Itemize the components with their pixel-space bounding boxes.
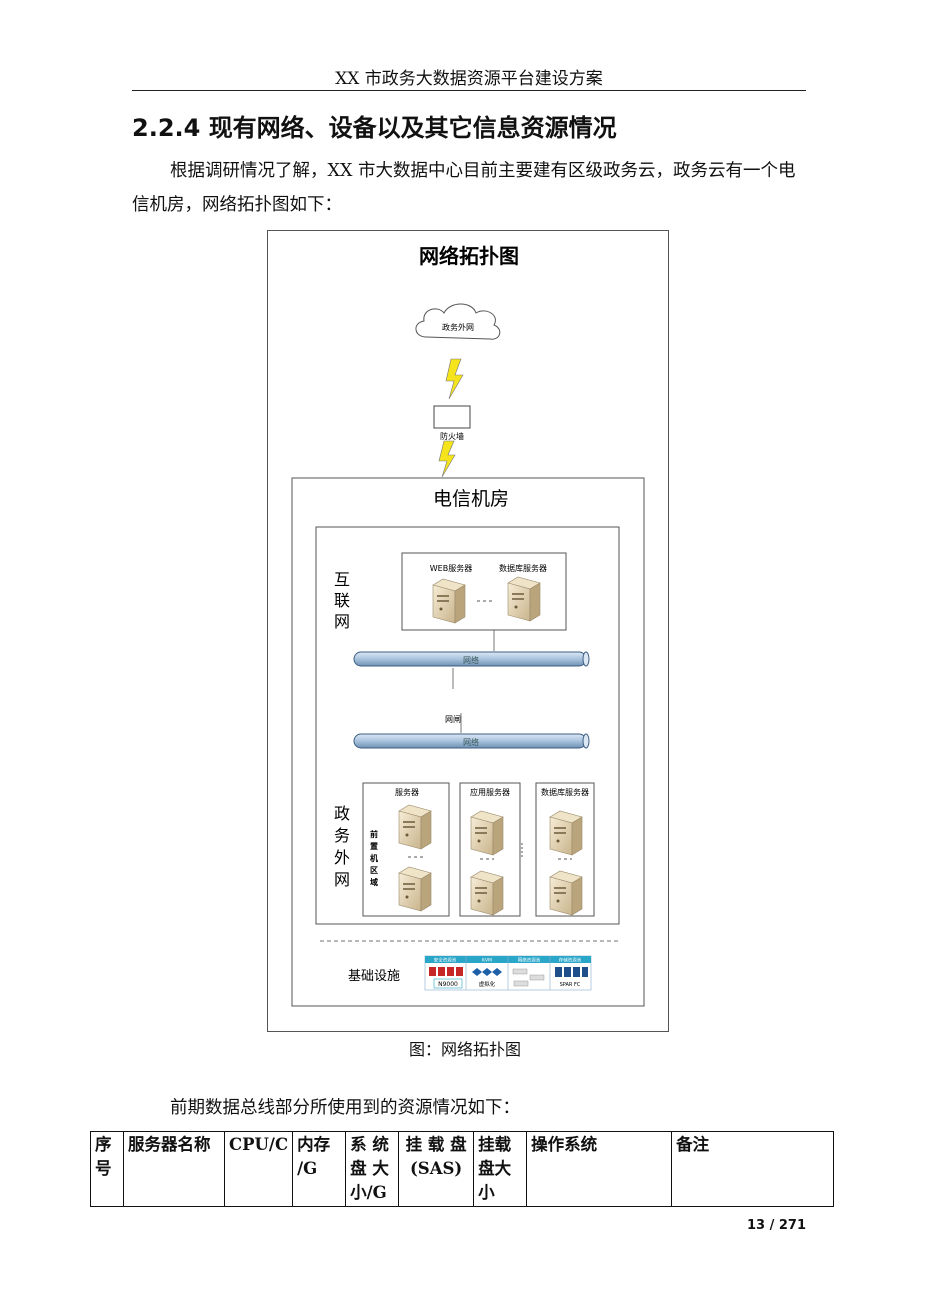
room-container [291,477,645,1007]
server-group-label: 应用服务器 [470,787,510,797]
web-server-label: WEB服务器 [430,563,472,573]
header-cell-mounted-size: 挂载 盘大 小 [473,1131,528,1207]
zone-box [315,526,620,925]
svg-text:域: 域 [370,877,378,887]
paragraph-intro: 根据调研情况了解，XX 市大数据中心目前主要建有区级政务云，政务云有一个电信机房… [132,161,796,215]
cloud-icon [415,303,501,340]
firewall-box [433,405,471,429]
infra-panel: 安全资源池 KVM 网络资源池 存储资源池 N9000 虚拟化 [424,955,592,991]
svg-text:区: 区 [370,866,378,875]
server-group-label: 数据库服务器 [541,787,589,797]
infra-tile-title: 网络资源池 [518,957,541,964]
resource-table: 序 号 服务器名称 CPU/C 内存 /G 系 统 盘 大 小/G 挂 载 盘 … [90,1131,834,1207]
header-cell-mounted-disk: 挂 载 盘 (SAS) [398,1131,475,1207]
header-cell-system-disk: 系 统 盘 大 小/G [345,1131,400,1207]
header-cell-index: 序 号 [90,1131,124,1207]
table-header-row: 序 号 服务器名称 CPU/C 内存 /G 系 统 盘 大 小/G 挂 载 盘 … [90,1131,834,1207]
svg-text:机: 机 [370,853,378,863]
infra-tile-label: 虚拟化 [479,980,496,988]
server-icon [470,870,504,916]
page-header: XX 市政务大数据资源平台建设方案 [132,64,806,91]
infra-label: 基础设施 [348,969,400,984]
svg-text:务: 务 [334,826,350,845]
server-icon [398,804,432,850]
room-label: 电信机房 [433,488,509,510]
lightning-bolt-icon [438,440,456,478]
paragraph-resources: 前期数据总线部分所使用到的资源情况如下： [170,1098,520,1118]
db-server-label: 数据库服务器 [499,563,547,573]
figure-caption: 图：网络拓扑图 [408,1040,521,1059]
gateway-label: 网闸 [445,715,461,724]
front-zone-label: 前 置 机 区 域 [370,829,378,887]
diagram-title: 网络拓扑图 [419,244,519,268]
document-title: XX 市政务大数据资源平台建设方案 [335,69,603,89]
infra-tile-title: KVM [482,958,492,964]
svg-text:置: 置 [370,841,378,851]
svg-text:网: 网 [334,870,350,889]
network-label: 网络 [463,737,479,747]
server-icon [549,810,583,856]
lightning-bolt-icon [445,358,464,400]
section-heading: 2.2.4 现有网络、设备以及其它信息资源情况 [132,114,617,142]
network-label: 网络 [463,655,479,665]
server-icon [470,810,504,856]
gov-zone-label: 政 务 外 网 [334,804,350,889]
infra-tile-title: 存储资源池 [559,957,582,964]
svg-text:外: 外 [334,848,350,867]
header-cell-notes: 备注 [671,1131,834,1207]
cloud-label: 政务外网 [442,322,474,332]
svg-text:政: 政 [334,804,350,823]
page-number: 13 / 271 [746,1218,806,1233]
internet-zone-label: 互 联 网 [334,570,350,631]
server-icon [507,576,541,622]
server-group-label: 服务器 [395,787,419,797]
header-cell-server-name: 服务器名称 [123,1131,225,1207]
header-cell-cpu: CPU/C [223,1131,294,1207]
svg-text:联: 联 [334,591,350,610]
firewall-label: 防火墙 [440,431,464,441]
svg-text:网: 网 [334,612,350,631]
svg-text:前: 前 [370,829,378,839]
svg-text:互: 互 [334,570,350,589]
server-icon [549,870,583,916]
infra-tile-label: SPAR FC [560,982,581,988]
header-cell-os: 操作系统 [526,1131,673,1207]
topology-diagram: 网络拓扑图 政务外网 防火墙 电信机房 互 联 网 WEB服务器 数据库服务器 [291,244,645,1007]
infra-tile-label: N9000 [438,981,458,988]
server-icon [398,866,432,912]
server-icon [432,578,466,624]
network-topology-figure: 网络拓扑图 政务外网 防火墙 电信机房 互 联 网 WEB服务器 数据库服务器 [267,230,669,1032]
header-cell-memory: 内存 /G [292,1131,347,1207]
infra-tile-title: 安全资源池 [434,957,457,964]
